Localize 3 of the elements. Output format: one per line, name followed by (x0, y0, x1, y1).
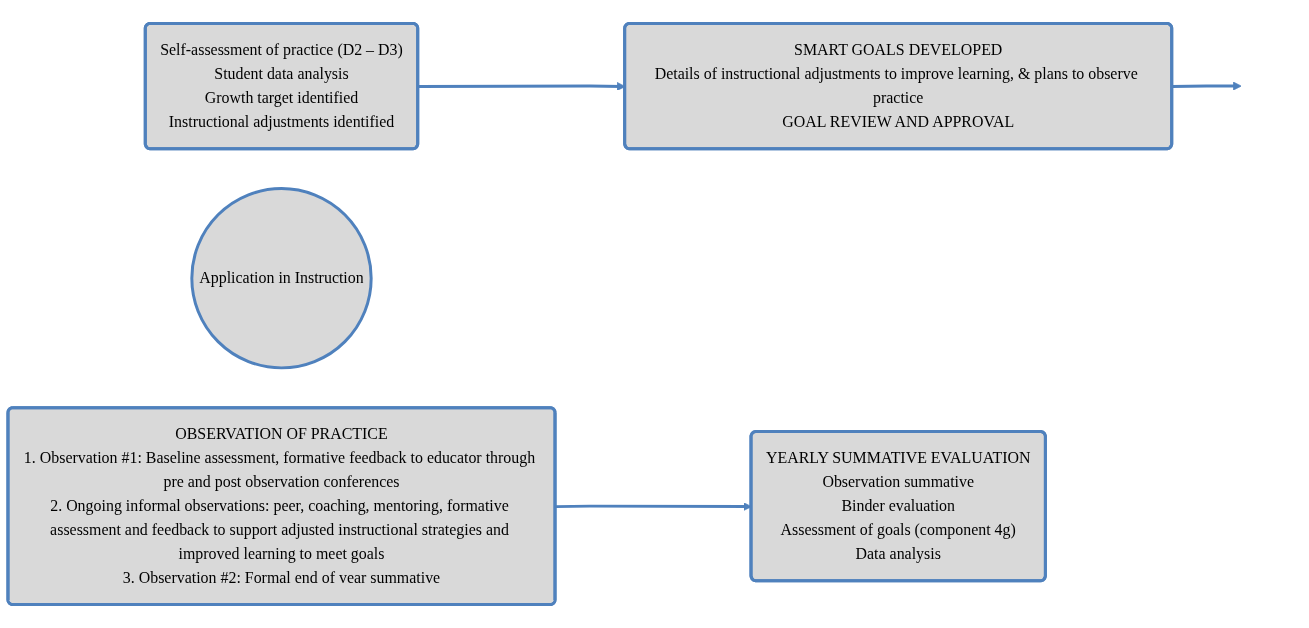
arrow (1172, 81, 1242, 91)
node-circle: Application in Instruction (190, 187, 373, 370)
arrow (555, 502, 752, 511)
